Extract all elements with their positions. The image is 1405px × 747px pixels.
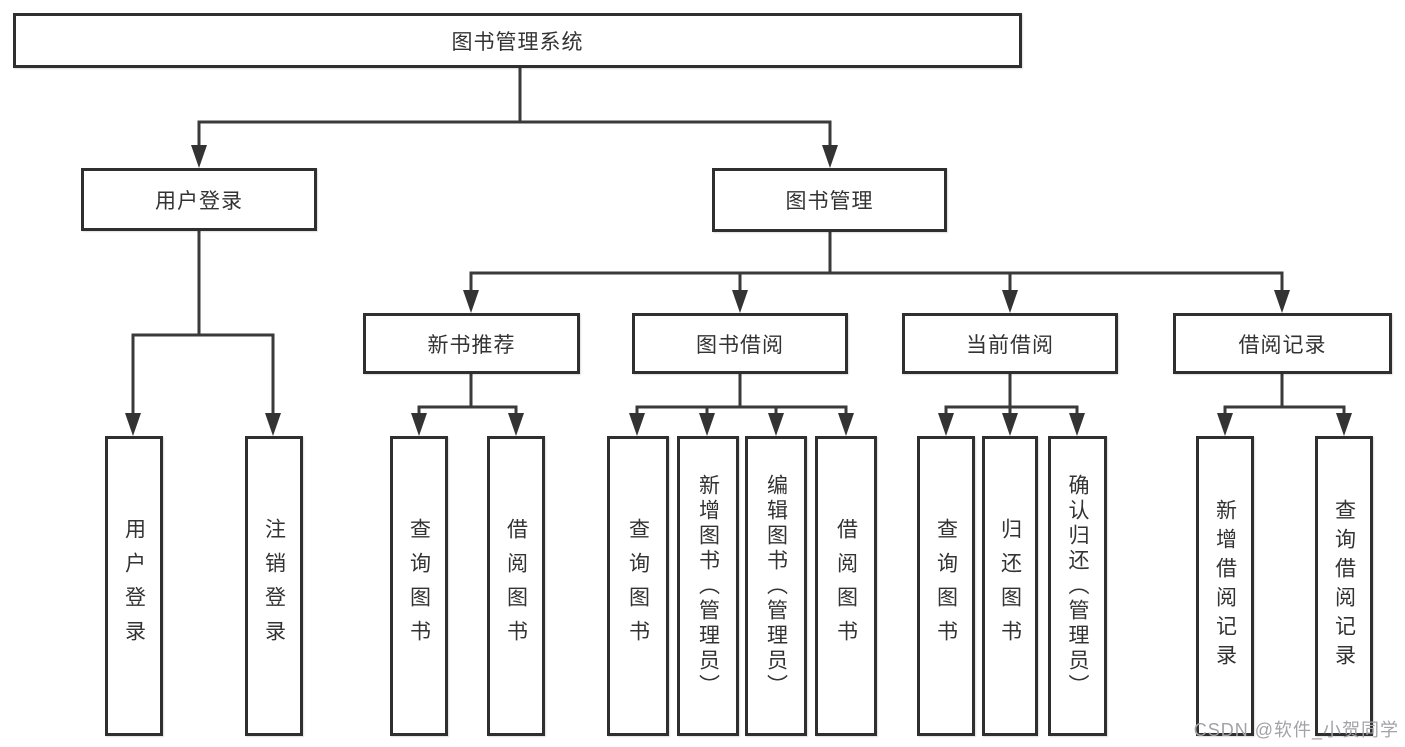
leaf-borrow-book: 借阅图书: [815, 436, 877, 736]
leaf-current-return: 归还图书: [982, 436, 1038, 736]
leaf-borrow-edit-admin-label: 编辑图书（管理员）: [764, 473, 788, 699]
node-new-books: 新书推荐: [363, 313, 580, 374]
node-book-borrow: 图书借阅: [632, 313, 848, 374]
connector-new-books: [417, 372, 518, 417]
arrow-down-icon: [1069, 413, 1085, 436]
leaf-borrow-edit-admin: 编辑图书（管理员）: [745, 436, 807, 736]
connector-book-borrow: [635, 372, 848, 417]
leaf-borrow-add-admin-label: 新增图书（管理员）: [696, 473, 720, 699]
leaf-records-query-label: 查询借阅记录: [1332, 499, 1356, 673]
leaf-current-query: 查询图书: [917, 436, 975, 736]
leaf-records-add: 新增借阅记录: [1196, 436, 1254, 736]
leaf-newbooks-borrow: 借阅图书: [487, 436, 545, 736]
leaf-user-login-label: 用户登录: [122, 518, 146, 654]
node-user-login-label: 用户登录: [155, 189, 243, 213]
node-borrow-records-label: 借阅记录: [1238, 333, 1327, 357]
node-new-books-label: 新书推荐: [427, 333, 516, 357]
arrow-down-icon: [629, 413, 645, 436]
arrow-down-icon: [191, 145, 207, 168]
leaf-records-query: 查询借阅记录: [1315, 436, 1373, 736]
connector-root: [197, 66, 832, 148]
node-current-borrow: 当前借阅: [902, 313, 1118, 374]
leaf-borrow-query: 查询图书: [607, 436, 669, 736]
arrow-down-icon: [125, 413, 141, 436]
node-book-mgmt: 图书管理: [712, 168, 947, 232]
leaf-user-login: 用户登录: [105, 436, 163, 736]
leaf-logout: 注销登录: [245, 436, 303, 736]
arrow-down-icon: [1002, 413, 1018, 436]
node-borrow-records: 借阅记录: [1173, 313, 1392, 374]
connector-borrow-records: [1223, 372, 1346, 417]
connector-user-login: [131, 229, 275, 416]
leaf-logout-label: 注销登录: [262, 518, 286, 654]
leaf-current-confirm-admin-label: 确认归还（管理员）: [1066, 473, 1089, 699]
arrow-down-icon: [265, 413, 281, 436]
leaf-borrow-book-label: 借阅图书: [834, 518, 858, 654]
arrow-down-icon: [463, 290, 479, 313]
node-library-system: 图书管理系统: [13, 13, 1022, 68]
leaf-current-confirm-admin: 确认归还（管理员）: [1048, 436, 1107, 736]
arrow-down-icon: [699, 413, 715, 436]
watermark: CSDN @软件_小贺同学: [1193, 720, 1399, 740]
leaf-newbooks-query-label: 查询图书: [407, 518, 431, 654]
arrow-down-icon: [1274, 290, 1290, 313]
arrow-down-icon: [1002, 290, 1018, 313]
leaf-records-add-label: 新增借阅记录: [1213, 499, 1237, 673]
connector-current-borrow: [944, 372, 1079, 417]
node-current-borrow-label: 当前借阅: [966, 333, 1054, 357]
leaf-newbooks-borrow-label: 借阅图书: [504, 518, 528, 654]
leaf-newbooks-query: 查询图书: [390, 436, 448, 736]
leaf-borrow-query-label: 查询图书: [626, 518, 650, 654]
leaf-borrow-add-admin: 新增图书（管理员）: [677, 436, 739, 736]
node-library-system-label: 图书管理系统: [451, 30, 584, 54]
arrow-down-icon: [768, 413, 784, 436]
connector-book-mgmt: [469, 230, 1284, 294]
arrow-down-icon: [938, 413, 954, 436]
arrow-down-icon: [1336, 413, 1352, 436]
node-book-borrow-label: 图书借阅: [696, 333, 784, 357]
node-book-mgmt-label: 图书管理: [785, 190, 874, 213]
leaf-current-query-label: 查询图书: [934, 518, 958, 654]
arrow-down-icon: [411, 413, 427, 436]
arrow-down-icon: [822, 145, 838, 168]
node-user-login: 用户登录: [81, 168, 317, 231]
arrow-down-icon: [838, 413, 854, 436]
leaf-current-return-label: 归还图书: [998, 518, 1022, 654]
arrow-down-icon: [1217, 413, 1233, 436]
arrow-down-icon: [732, 290, 748, 313]
arrow-down-icon: [508, 413, 524, 436]
